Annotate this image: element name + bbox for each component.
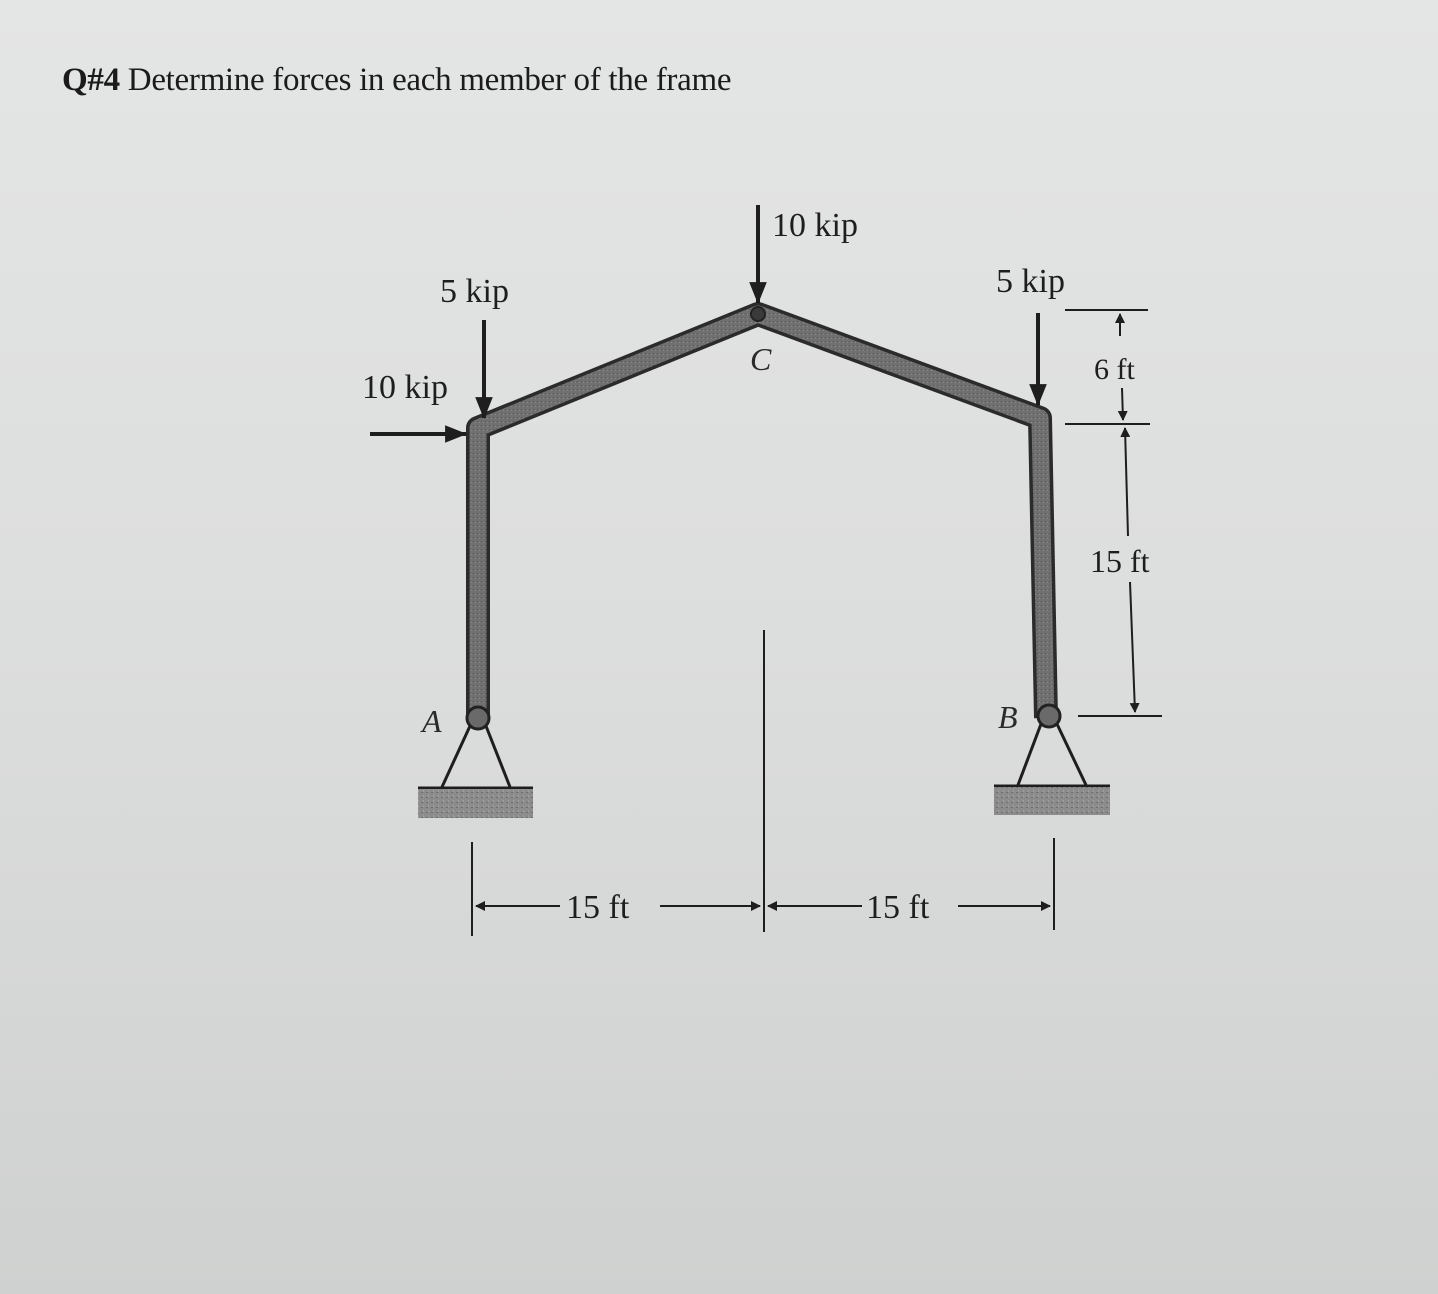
joint-label-b: B: [998, 699, 1018, 735]
ground-a: [418, 789, 533, 818]
question-number: Q#4: [62, 62, 120, 98]
dimension-label-rise: 6 ft: [1094, 353, 1135, 386]
load-label-right-vertical: 5 kip: [996, 263, 1065, 300]
load-label-left-vertical: 5 kip: [440, 273, 509, 310]
pin-a: [465, 705, 491, 731]
load-label-top-center: 10 kip: [772, 207, 858, 244]
support-a: [418, 705, 533, 818]
vertical-dimensions: [1065, 309, 1162, 717]
frame-members: [466, 302, 1058, 719]
dimension-label-right-span: 15 ft: [866, 889, 930, 926]
load-arrows: [370, 205, 1047, 443]
question-text: Determine forces in each member of the f…: [127, 62, 732, 98]
joint-c-pin: [750, 306, 766, 322]
dimension-label-column-height: 15 ft: [1090, 543, 1150, 579]
dimension-label-left-span: 15 ft: [566, 889, 630, 926]
horizontal-dimensions: [471, 630, 1055, 936]
support-b: [994, 703, 1110, 815]
load-label-left-horizontal: 10 kip: [362, 369, 448, 406]
ground-b: [994, 787, 1110, 815]
pin-b: [1036, 703, 1062, 729]
joint-label-a: A: [420, 703, 442, 739]
joint-label-c: C: [750, 341, 772, 377]
